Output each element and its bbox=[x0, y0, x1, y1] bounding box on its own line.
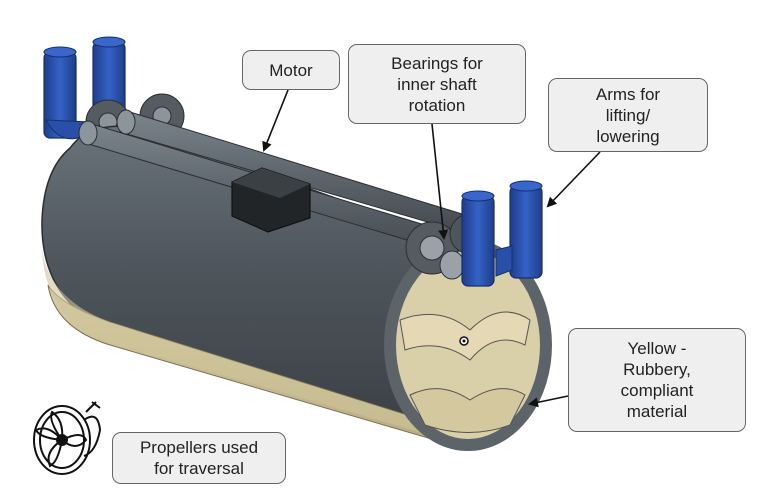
arm-front-right bbox=[461, 180, 543, 287]
arrow-yellow bbox=[528, 395, 569, 408]
arrows bbox=[262, 89, 601, 408]
arrow-bearings bbox=[431, 123, 449, 240]
motor-label: Motor bbox=[242, 50, 340, 90]
arrow-arms bbox=[546, 151, 601, 208]
yellow-material-label: Yellow - Rubbery, compliant material bbox=[568, 328, 746, 432]
arms-label: Arms for lifting/ lowering bbox=[548, 78, 708, 152]
propeller-icon bbox=[33, 401, 102, 475]
arrow-motor bbox=[262, 89, 289, 152]
bearings-label: Bearings for inner shaft rotation bbox=[348, 44, 526, 124]
propellers-label: Propellers used for traversal bbox=[112, 432, 286, 484]
motor-block bbox=[231, 167, 311, 233]
arm-back-left bbox=[43, 36, 126, 140]
